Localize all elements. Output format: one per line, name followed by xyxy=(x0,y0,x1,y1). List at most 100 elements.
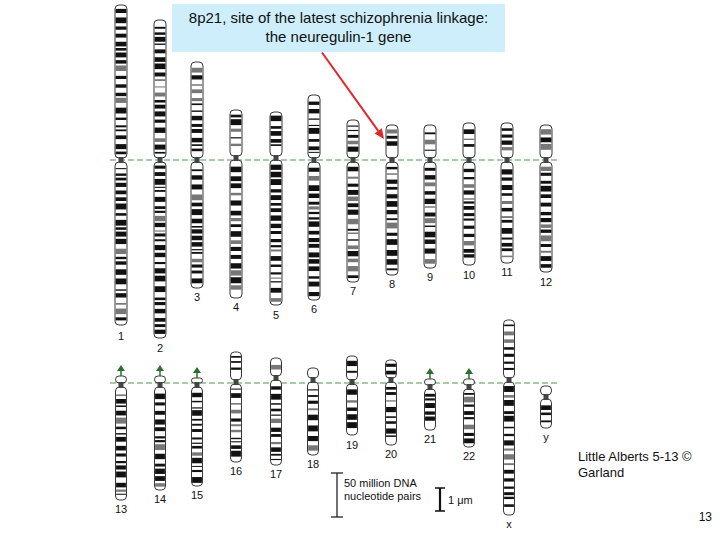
chromosome-band xyxy=(271,144,282,146)
chromosome-band xyxy=(231,356,241,358)
caption-text: Little Alberts 5-13 © Garland xyxy=(578,449,702,482)
centromere xyxy=(234,379,239,385)
chromosome-band xyxy=(192,184,203,189)
chromosome-band xyxy=(116,144,127,149)
chromosome-band xyxy=(231,438,241,439)
chromosome-band xyxy=(192,249,203,250)
chromosome-band xyxy=(271,365,281,370)
chromosome-band xyxy=(386,371,396,375)
chromosome-band xyxy=(116,168,127,169)
chromosome-band xyxy=(192,407,202,408)
chromosome-band xyxy=(348,210,359,215)
chromosome-band xyxy=(309,231,320,235)
centromere xyxy=(505,157,510,163)
chromosome-number: y xyxy=(543,431,549,444)
chromosome-arm xyxy=(424,162,436,268)
chromosome-band xyxy=(271,419,281,423)
chromosome-band xyxy=(116,494,126,495)
chromosome-arm xyxy=(271,358,282,376)
chromosome-band xyxy=(116,183,127,187)
chromosome-band xyxy=(348,147,359,152)
chromosome-band xyxy=(425,218,436,223)
chromosome-band xyxy=(502,248,513,251)
chromosome-band xyxy=(464,169,475,172)
chromosome-band xyxy=(116,249,127,254)
chromosome-band xyxy=(309,146,320,150)
centromere xyxy=(158,382,163,388)
satellite xyxy=(117,365,125,371)
chromosome-band xyxy=(425,168,436,171)
chromosome-band xyxy=(116,204,127,210)
chromosome-band xyxy=(464,411,474,415)
scale-bar xyxy=(336,473,337,517)
chromosome-band xyxy=(541,251,552,253)
chromosome-band xyxy=(347,371,357,373)
chromosome-band xyxy=(502,243,513,247)
chromosome-arm xyxy=(308,368,319,378)
chromosome-band xyxy=(308,395,318,397)
chromosome-band xyxy=(348,219,359,224)
chromosome-band xyxy=(155,427,165,431)
chromosome-band xyxy=(309,206,320,209)
chromosome xyxy=(192,367,203,486)
chromosome-arm xyxy=(308,95,320,158)
chromosome-arm xyxy=(347,356,358,380)
chromosome xyxy=(308,368,319,455)
chromosome-arm xyxy=(504,382,515,515)
chromosome-band xyxy=(116,461,126,463)
chromosome-band xyxy=(348,275,359,278)
chromosome-band xyxy=(348,135,359,138)
chromosome-band xyxy=(309,238,320,242)
centromere xyxy=(312,157,317,163)
chromosome-number: 8 xyxy=(389,278,395,291)
chromosome-arm xyxy=(347,162,359,282)
chromosome-number: 17 xyxy=(270,468,282,481)
chromosome-band xyxy=(155,239,166,241)
chromosome-arm xyxy=(230,160,242,298)
chromosome-arm xyxy=(501,123,513,158)
chromosome-number: 18 xyxy=(307,458,319,471)
chromosome-band xyxy=(309,202,320,205)
chromosome-band xyxy=(155,276,166,282)
chromosome-band xyxy=(271,394,281,400)
chromosome xyxy=(115,5,127,325)
chromosome-band xyxy=(464,433,474,436)
chromosome-band xyxy=(541,230,552,233)
chromosome-band xyxy=(231,218,242,221)
chromosome-arm xyxy=(541,399,552,428)
chromosome-band xyxy=(541,129,552,134)
chromosome-number: 5 xyxy=(273,309,279,322)
satellite xyxy=(465,368,473,374)
chromosome-band xyxy=(155,63,166,69)
chromosome-arm xyxy=(155,376,166,383)
centromere xyxy=(467,384,472,390)
chromosome-band xyxy=(308,408,318,410)
chromosome-band xyxy=(541,194,552,198)
chromosome-number: 9 xyxy=(427,271,433,284)
chromosome-band xyxy=(116,65,127,71)
chromosome-arm xyxy=(154,20,166,158)
chromosome-band xyxy=(271,265,282,267)
chromosome-band xyxy=(309,128,320,134)
chromosome-band xyxy=(231,200,242,205)
chromosome-band xyxy=(155,483,165,486)
chromosome-band xyxy=(116,433,126,434)
chromosome-arm xyxy=(504,320,515,378)
chromosome-band xyxy=(541,167,552,171)
chromosome-band xyxy=(155,230,166,231)
chromosome-band xyxy=(504,325,514,327)
chromosome-band xyxy=(464,254,475,257)
chromosome-band xyxy=(271,442,281,444)
chromosome-band xyxy=(309,259,320,264)
chromosome-band xyxy=(116,76,127,79)
chromosome-arm xyxy=(424,125,436,158)
chromosome-arm xyxy=(270,112,282,156)
chromosome-arm xyxy=(347,120,359,158)
chromosome-band xyxy=(504,440,514,445)
scale-tick xyxy=(331,516,343,517)
chromosome-band xyxy=(192,271,203,274)
chromosome-band xyxy=(271,239,282,242)
chromosome-band xyxy=(231,183,242,188)
chromosome-band xyxy=(155,464,165,467)
chromosome-band xyxy=(541,218,552,222)
